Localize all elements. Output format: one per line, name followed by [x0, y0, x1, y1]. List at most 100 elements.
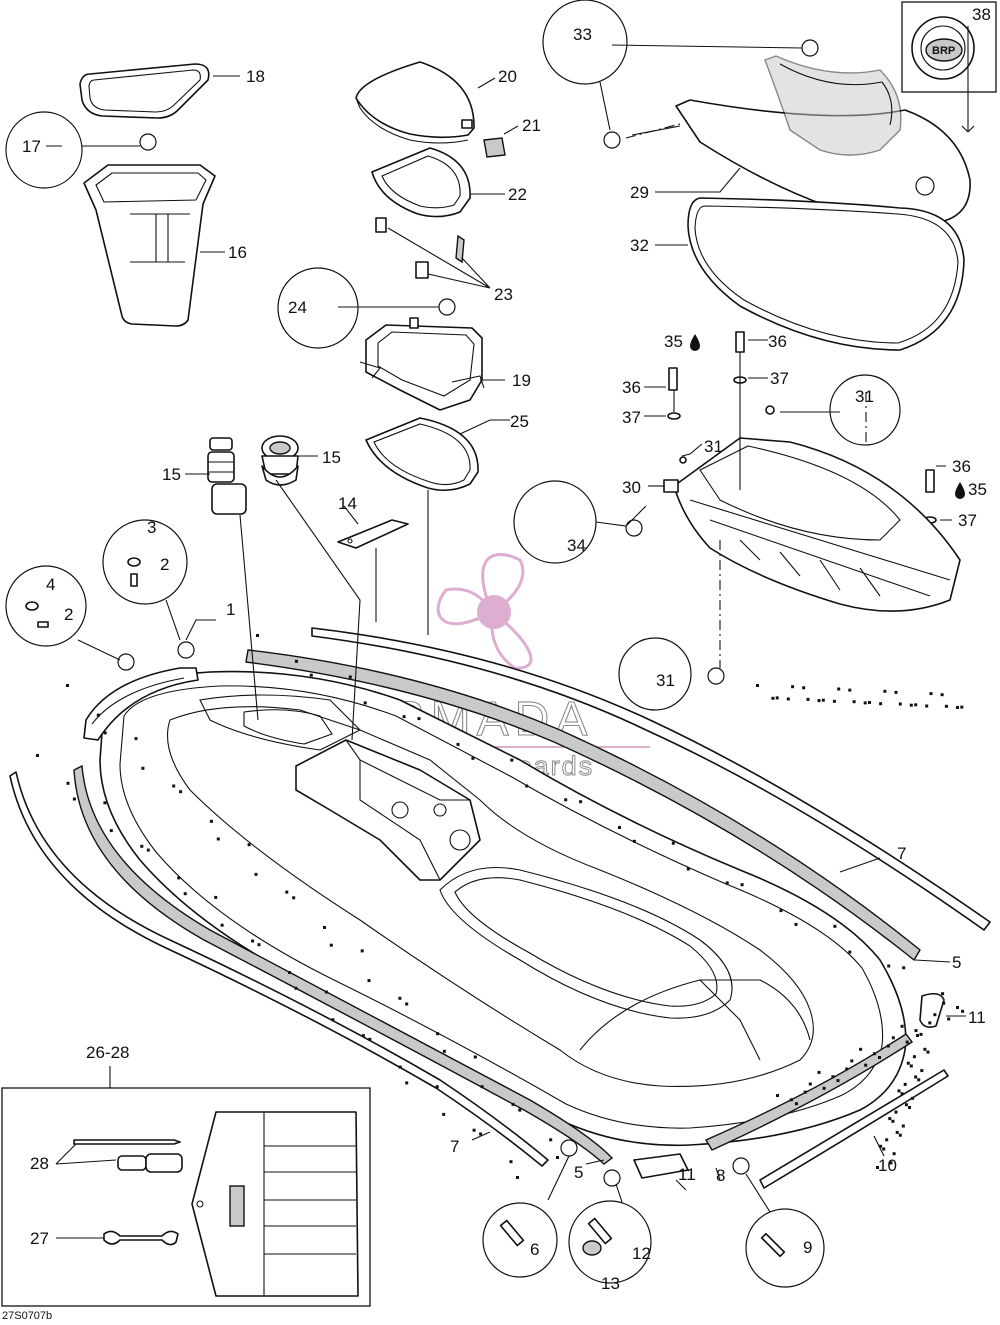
fastener-dot — [836, 1079, 840, 1083]
fastener-dot — [791, 685, 795, 689]
reference-code: 27S0707b — [2, 1310, 52, 1322]
fastener-dot — [920, 1069, 924, 1073]
callout-2-lower: 2 — [64, 605, 73, 624]
callout-37-mid: 37 — [622, 408, 641, 427]
fastener-dot — [956, 1006, 959, 1009]
fastener-dot — [725, 881, 729, 885]
callout-16: 16 — [228, 243, 247, 262]
part-1-deck-hull — [99, 670, 907, 1147]
fastener-dot — [864, 1063, 868, 1067]
fastener-dot — [960, 705, 964, 709]
fastener-dot — [888, 1117, 892, 1121]
part-11-corner-pieces — [633, 992, 945, 1179]
fastener-dot — [473, 1055, 477, 1059]
fastener-dot — [172, 784, 176, 788]
fastener-dot — [806, 697, 810, 701]
fastener-dot — [898, 702, 902, 706]
fastener-dot — [292, 896, 296, 900]
fastener-dot — [848, 950, 852, 954]
callout-26-28: 26-28 — [86, 1043, 129, 1062]
callout-36-mid: 36 — [622, 378, 641, 397]
toolkit-box — [1, 1066, 371, 1307]
fastener-dot — [876, 1166, 879, 1169]
fastener-dot — [511, 1102, 515, 1106]
callout-33: 33 — [573, 25, 592, 44]
fastener-dot — [402, 715, 406, 719]
callout-5-right: 5 — [952, 953, 961, 972]
part-20-cover — [355, 61, 475, 144]
fastener-dot — [361, 1034, 365, 1038]
callout-23: 23 — [494, 285, 513, 304]
fastener-dot — [285, 890, 289, 894]
fastener-dot — [872, 1052, 876, 1056]
fastener-dot — [779, 909, 783, 913]
callout-3: 3 — [147, 518, 156, 537]
fastener-dot — [904, 1103, 908, 1107]
fastener-dot — [288, 971, 291, 974]
callouts: 1 2 2 3 4 5 5 6 7 7 8 9 10 11 11 12 13 1… — [2, 5, 991, 1322]
fastener-dot — [929, 692, 933, 696]
fastener-dot — [894, 690, 898, 694]
fastener-dot — [923, 1047, 927, 1051]
fastener-dot — [516, 1176, 519, 1179]
part-32-gasket — [687, 197, 965, 351]
fastener-dot — [794, 922, 798, 926]
callout-31-lower: 31 — [656, 671, 675, 690]
fastener-dot — [579, 800, 583, 804]
callout-8: 8 — [716, 1166, 725, 1185]
fastener-dot — [852, 700, 856, 704]
fastener-dot — [479, 1132, 483, 1136]
callout-6: 6 — [530, 1240, 539, 1259]
fastener-dot — [903, 1082, 907, 1086]
part-24-plug — [438, 298, 456, 316]
fastener-dot — [398, 1065, 402, 1069]
fastener-dot — [209, 819, 213, 823]
fastener-dot — [509, 1160, 513, 1164]
fastener-dot — [775, 696, 779, 700]
fastener-dot — [863, 701, 867, 705]
fastener-dot — [329, 943, 333, 947]
part-5-rubrails — [73, 649, 921, 1165]
fastener-dot — [897, 1089, 901, 1093]
fastener-dot — [214, 895, 218, 899]
fastener-dot — [367, 979, 371, 983]
fastener-dot — [256, 634, 259, 637]
fastener-dot — [435, 1085, 439, 1089]
part-1-nose-bumper — [83, 667, 199, 741]
fastener-dot — [914, 703, 918, 707]
fastener-dot — [883, 689, 887, 693]
fastener-dot — [911, 1096, 915, 1100]
part-8-rear-rail — [704, 1033, 914, 1151]
part-7-side-rails — [9, 627, 991, 1167]
fastener-dot — [251, 939, 255, 943]
part-21-clip — [483, 137, 506, 158]
fastener-dot — [845, 1067, 849, 1071]
fastener-dot — [942, 1001, 946, 1005]
fastener-dot — [323, 926, 326, 929]
fastener-dot — [756, 684, 759, 687]
callout-35-lower: 35 — [968, 480, 987, 499]
fastener-dot — [564, 798, 568, 802]
fastener-dot — [808, 1082, 812, 1086]
callout-7-right: 7 — [897, 844, 906, 863]
fastener-dot — [348, 675, 352, 679]
callout-17: 17 — [22, 137, 41, 156]
fastener-dot — [802, 686, 806, 690]
fastener-dot — [786, 697, 790, 701]
fastener-dot — [480, 1085, 484, 1089]
fastener-dot — [909, 703, 913, 707]
fastener-dot — [917, 1078, 921, 1082]
fastener-dot — [257, 943, 261, 947]
drop-icon — [690, 334, 700, 351]
fastener-dot — [556, 1156, 559, 1159]
fastener-dot — [134, 737, 138, 741]
part-15-vent-left — [207, 437, 247, 515]
part-10-rear-strip — [759, 1069, 949, 1189]
fastener-dot — [831, 1075, 835, 1079]
part-23-hardware — [375, 217, 465, 279]
fastener-dot — [850, 1059, 854, 1063]
fastener-dot — [456, 742, 460, 746]
fastener-dot — [916, 1034, 919, 1037]
fastener-dot — [294, 659, 298, 663]
fastener-dot — [72, 797, 76, 801]
